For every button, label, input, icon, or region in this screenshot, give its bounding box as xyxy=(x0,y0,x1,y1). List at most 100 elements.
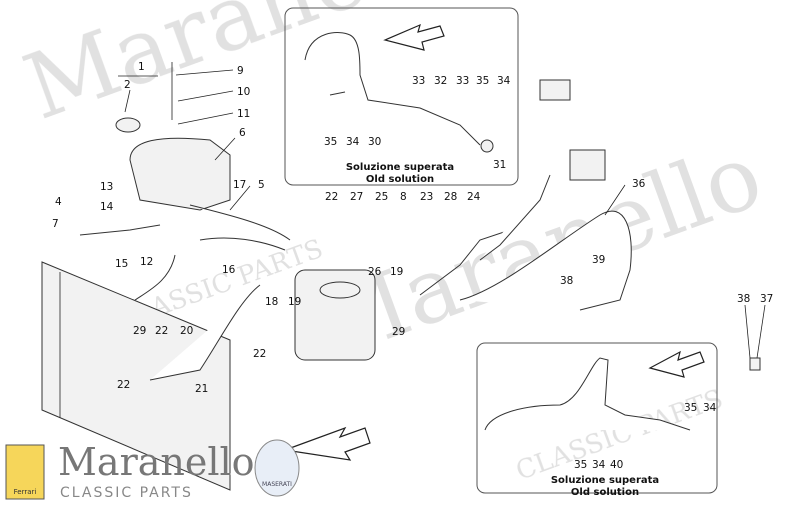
callout-label: 35 xyxy=(476,75,489,87)
callout-label: 20 xyxy=(180,325,193,337)
watermark-sub-2: CLASSIC PARTS xyxy=(512,384,727,487)
callout-label: 25 xyxy=(375,191,388,203)
callout-label: 34 xyxy=(592,459,606,471)
callout-label: 14 xyxy=(100,201,114,213)
inset-top-arrow-icon xyxy=(383,23,445,51)
hose-5 xyxy=(189,204,291,241)
callout-label: 38 xyxy=(737,293,750,305)
callout-label: 29 xyxy=(133,325,146,337)
expansion-tank-body xyxy=(129,137,231,211)
inset-bottom: Soluzione superata Old solution xyxy=(476,342,718,498)
callout-label: 28 xyxy=(444,191,457,203)
main-hoses xyxy=(79,174,632,381)
leader-5 xyxy=(229,185,251,211)
main-view-arrow-icon xyxy=(284,426,371,461)
callout-label: 36 xyxy=(632,178,646,190)
sensor-module xyxy=(569,149,606,181)
hose-20 xyxy=(134,254,176,301)
callout-label: 11 xyxy=(237,108,250,120)
inset-top-frame xyxy=(284,7,519,186)
callout-label: 29 xyxy=(392,326,405,338)
leader-37 xyxy=(756,304,766,359)
inset-top: Soluzione superata Old solution xyxy=(284,7,519,186)
inset-top-clamp xyxy=(480,139,494,153)
bleed-screw xyxy=(749,357,761,371)
inset-bottom-caption-1: Soluzione superata xyxy=(551,475,659,486)
maserati-badge-icon xyxy=(254,439,300,497)
callout-label: 2 xyxy=(124,79,131,91)
callout-label: 1 xyxy=(138,61,145,73)
callout-label: 34 xyxy=(346,136,360,148)
leader-11 xyxy=(177,112,234,125)
brand-footer: Ferrari Maranello CLASSIC PARTS MASERATI xyxy=(5,439,300,501)
callout-label: 35 xyxy=(574,459,587,471)
callout-label: 38 xyxy=(560,275,573,287)
inset-top-hose xyxy=(304,32,481,146)
ferrari-shield-text: Ferrari xyxy=(14,488,37,496)
leader-6 xyxy=(214,137,236,161)
callout-label: 6 xyxy=(239,127,246,139)
callout-label: 22 xyxy=(253,348,266,360)
thermostat-housing xyxy=(294,269,376,361)
callout-label: 21 xyxy=(195,383,208,395)
callout-lines xyxy=(118,69,766,359)
callout-label: 16 xyxy=(222,264,236,276)
callout-label: 37 xyxy=(760,293,773,305)
callout-label: 26 xyxy=(368,266,382,278)
thermostat xyxy=(319,281,361,299)
callout-label: 12 xyxy=(140,256,153,268)
callout-label: 35 xyxy=(684,402,697,414)
inset-top-caption-2: Old solution xyxy=(366,174,434,185)
inset-top-fitting xyxy=(329,91,346,96)
callout-label: 24 xyxy=(467,191,481,203)
hose-4 xyxy=(79,224,161,236)
leader-38 xyxy=(744,304,751,359)
callout-label: 18 xyxy=(265,296,278,308)
callout-label: 13 xyxy=(100,181,113,193)
callout-label: 35 xyxy=(324,136,337,148)
hose-16 xyxy=(199,237,286,251)
callout-label: 5 xyxy=(258,179,265,191)
callout-label: 40 xyxy=(610,459,623,471)
expansion-tank xyxy=(115,62,231,211)
callout-label: 33 xyxy=(456,75,469,87)
callout-label: 19 xyxy=(390,266,403,278)
callout-label: 9 xyxy=(237,65,244,77)
leader-36 xyxy=(604,184,626,216)
callout-label: 34 xyxy=(497,75,511,87)
callout-label: 17 xyxy=(233,179,246,191)
callout-label: 30 xyxy=(368,136,381,148)
callout-label: 27 xyxy=(350,191,363,203)
callout-label: 22 xyxy=(325,191,338,203)
brand-name: Maranello xyxy=(58,440,255,484)
part-37 xyxy=(749,357,761,371)
callout-label: 4 xyxy=(55,196,62,208)
leader-9 xyxy=(175,69,234,76)
maserati-badge-text: MASERATI xyxy=(262,481,292,488)
inset-bottom-hose xyxy=(484,357,691,431)
inset-bottom-frame xyxy=(476,342,718,494)
hose-23 xyxy=(419,229,511,296)
callout-label: 10 xyxy=(237,86,250,98)
sensor-harness xyxy=(539,79,606,181)
radiator xyxy=(41,261,231,491)
callout-label: 31 xyxy=(493,159,506,171)
callout-label: 33 xyxy=(412,75,425,87)
sensor-connector xyxy=(539,79,571,101)
callout-label: 39 xyxy=(592,254,605,266)
callout-label: 22 xyxy=(117,379,130,391)
callout-label: 7 xyxy=(52,218,59,230)
ferrari-shield-icon xyxy=(5,444,45,500)
callouts: 1 2 9 10 11 6 4 7 13 14 15 12 17 5 16 29… xyxy=(52,61,773,471)
inset-bottom-arrow-icon xyxy=(648,350,705,378)
brand-subtitle: CLASSIC PARTS xyxy=(60,485,193,501)
tank-cap xyxy=(115,117,141,133)
callout-label: 34 xyxy=(703,402,717,414)
leader-10 xyxy=(177,90,234,102)
hose-24 xyxy=(479,174,551,261)
inset-top-caption-1: Soluzione superata xyxy=(346,162,454,173)
radiator-core xyxy=(41,261,231,491)
callout-label: 22 xyxy=(155,325,168,337)
